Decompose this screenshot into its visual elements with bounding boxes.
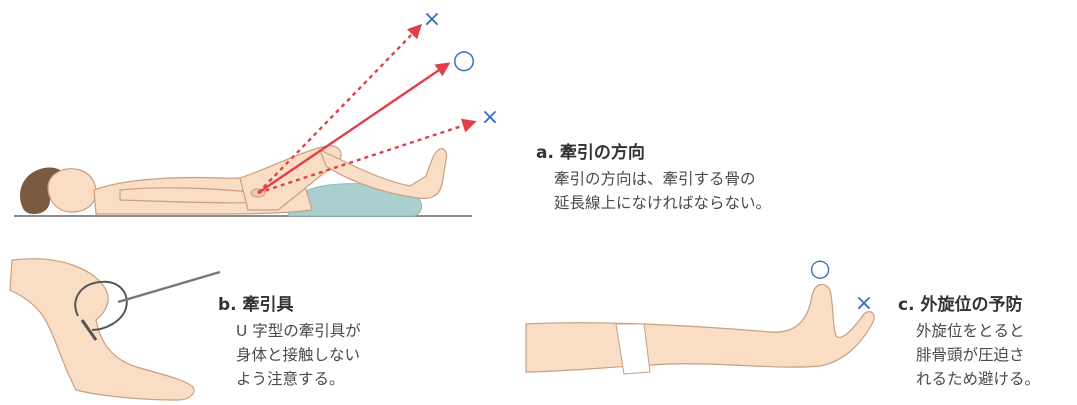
- external-rotation-illustration: ○ ×: [525, 254, 875, 375]
- arrow-wrong-upper: [257, 23, 423, 194]
- lower-leg-shape: [525, 283, 875, 373]
- caption-c-line-1: 外旋位をとると: [916, 322, 1025, 340]
- caption-c-line-2: 腓骨頭が圧迫さ: [916, 346, 1025, 364]
- caption-b-line-1: U 字型の牽引具が: [236, 322, 361, 340]
- mark-wrong-upper: ×: [423, 7, 441, 32]
- bandage: [615, 323, 651, 375]
- caption-c-body: 外旋位をとると 腓骨頭が圧迫さ れるため避ける。: [916, 319, 1040, 391]
- caption-a-body: 牽引の方向は、牽引する骨の 延長線上になければならない。: [554, 167, 771, 215]
- traction-direction-illustration: × ○ ×: [14, 7, 499, 217]
- panel-a: × ○ × a. 牽引の方向 牽引の方向は、牽引する骨の 延長線上になければなら…: [14, 7, 771, 217]
- caption-a-line-2: 延長線上になければならない。: [554, 194, 772, 212]
- traction-device-illustration: [9, 258, 221, 401]
- panel-c: ○ × c. 外旋位の予防 外旋位をとると 腓骨頭が圧迫さ れるため避ける。: [520, 250, 1077, 405]
- caption-b-body: U 字型の牽引具が 身体と接触しない よう注意する。: [236, 319, 361, 391]
- u-traction-bow: [74, 280, 128, 331]
- arrow-wrong-lower: [257, 118, 477, 195]
- mark-wrong-lower: ×: [481, 105, 499, 130]
- patient-lower-leg: [318, 148, 448, 200]
- caption-b-title: b. 牽引具: [218, 295, 294, 315]
- caption-b: b. 牽引具 U 字型の牽引具が 身体と接触しない よう注意する。: [218, 290, 361, 391]
- traction-wire: [117, 270, 221, 304]
- caption-a-line-1: 牽引の方向は、牽引する骨の: [554, 170, 756, 188]
- mark-wrong-c: ×: [855, 291, 873, 316]
- patient-head: [47, 168, 97, 213]
- caption-c-line-3: れるため避ける。: [916, 370, 1041, 388]
- caption-b-line-2: 身体と接触しない: [236, 346, 361, 364]
- caption-a-title: a. 牽引の方向: [536, 143, 645, 163]
- leg-shape: [9, 258, 195, 401]
- caption-c: c. 外旋位の予防 外旋位をとると 腓骨頭が圧迫さ れるため避ける。: [898, 290, 1040, 391]
- mark-correct-c: ○: [810, 254, 831, 282]
- arrow-correct: [257, 62, 451, 194]
- caption-a: a. 牽引の方向 牽引の方向は、牽引する骨の 延長線上になければならない。: [536, 138, 771, 215]
- caption-c-title: c. 外旋位の予防: [898, 295, 1023, 315]
- panel-b: b. 牽引具 U 字型の牽引具が 身体と接触しない よう注意する。: [0, 250, 480, 405]
- mark-correct: ○: [453, 45, 476, 75]
- traction-pin: [80, 319, 98, 341]
- caption-b-line-3: よう注意する。: [236, 370, 345, 388]
